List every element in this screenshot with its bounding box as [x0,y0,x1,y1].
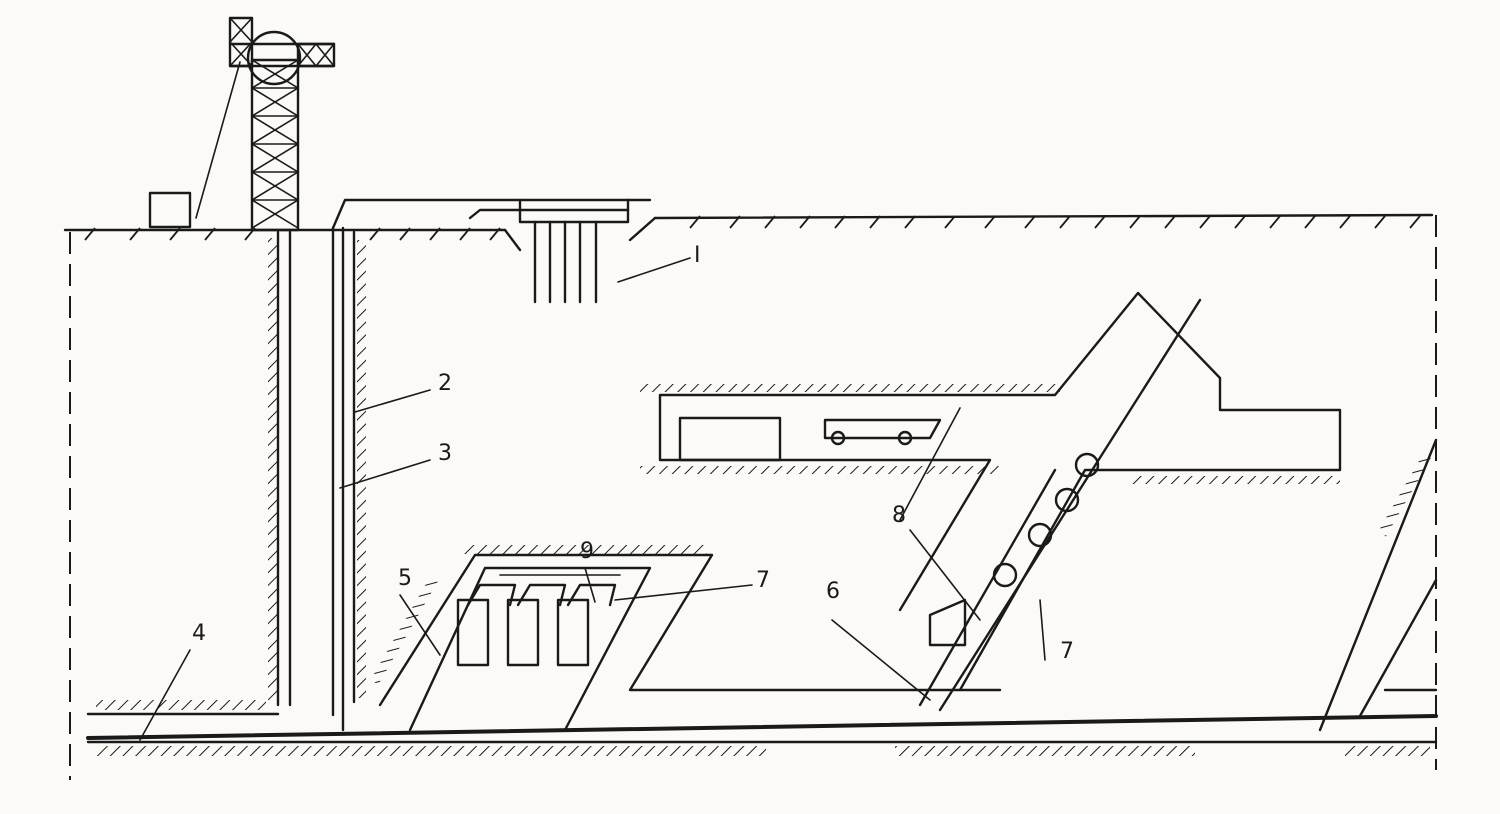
headframe-tower [195,16,336,232]
label-4: 4 [192,621,206,646]
label-2: 2 [438,371,452,396]
inclined-drift [640,291,1342,712]
auxiliary-shaft [331,198,522,732]
label-I: I [694,243,701,268]
label-6: 6 [826,579,840,604]
main-shaft [268,230,292,707]
section-boundary [69,215,1437,780]
label-3: 3 [438,441,452,466]
label-7-lower: 7 [1060,639,1074,664]
right-drifts [1318,438,1438,732]
label-8: 8 [892,503,906,528]
label-9: 9 [580,539,594,564]
surface-installation [468,198,652,304]
leader-lines [139,257,1046,741]
label-5: 5 [398,566,412,591]
label-7-upper: 7 [756,568,770,593]
storage-chamber [370,545,1002,732]
main-haulage-drift [86,700,1438,756]
hoist-house [148,191,192,229]
ground-surface [63,213,1434,252]
